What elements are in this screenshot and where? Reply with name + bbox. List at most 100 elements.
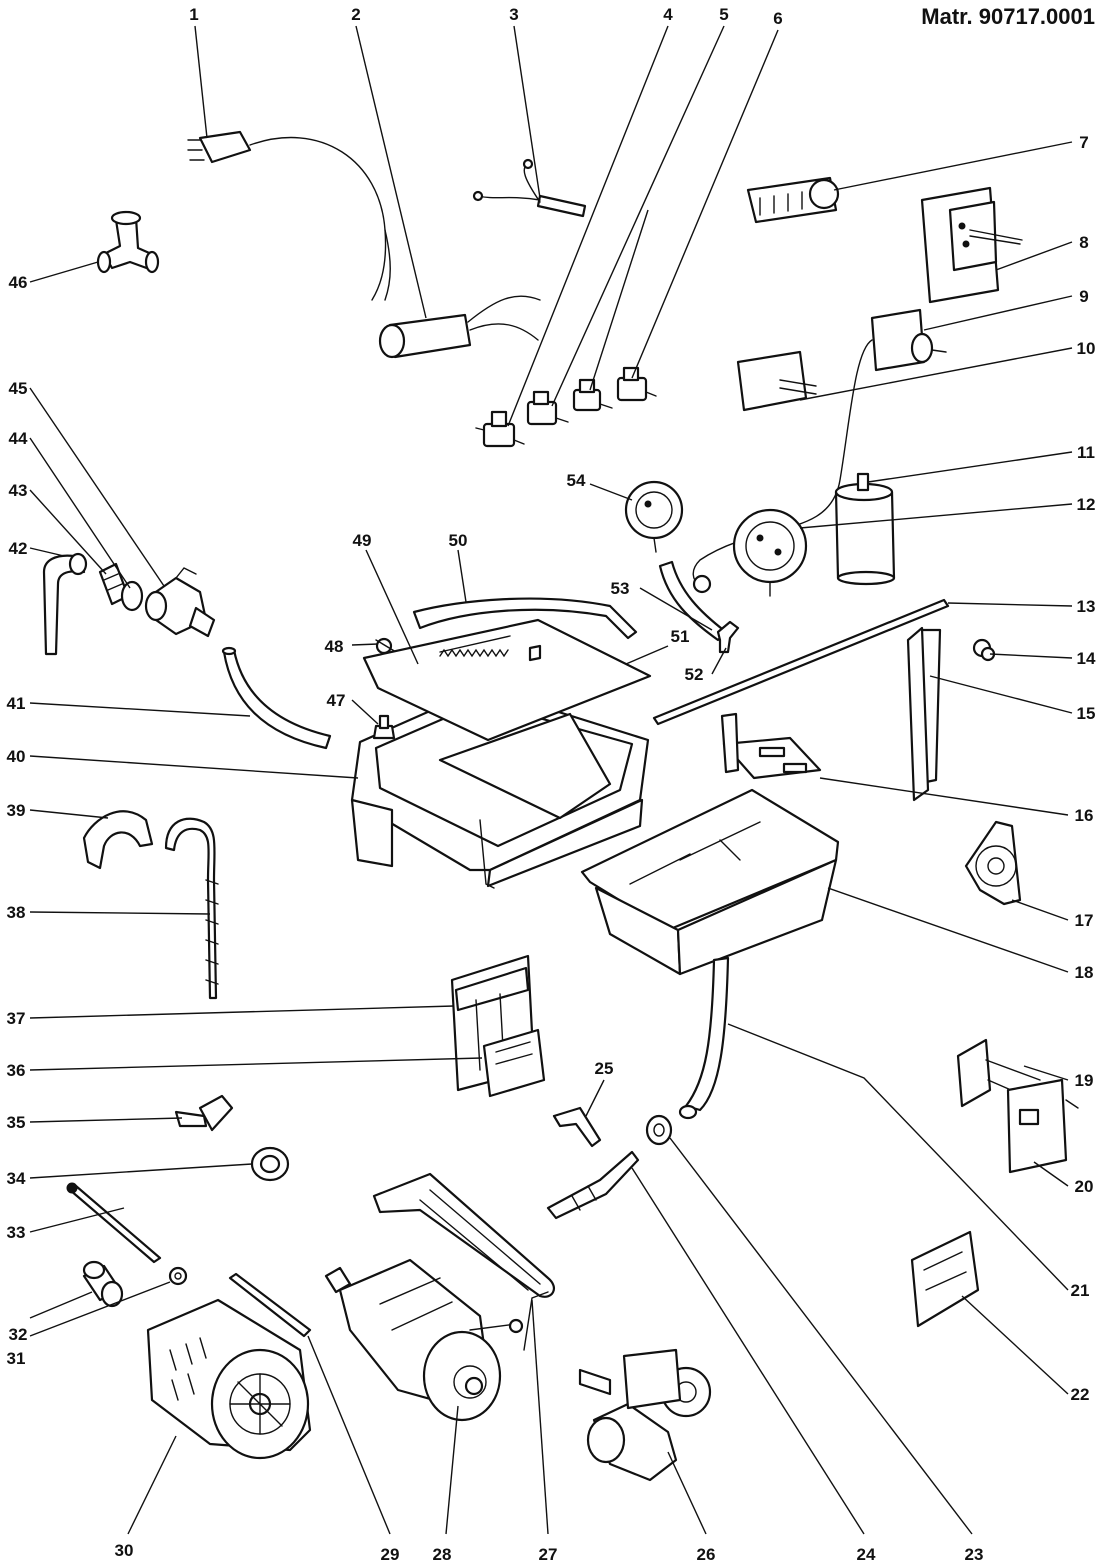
callout-50: 50 — [449, 531, 468, 550]
callout-4: 4 — [663, 5, 673, 24]
part-5a-switch — [526, 390, 569, 426]
part-14-knob — [972, 638, 996, 662]
part-10-switch — [736, 350, 817, 412]
callout-26: 26 — [697, 1545, 716, 1564]
callout-12: 12 — [1077, 495, 1096, 514]
part-7-terminal-block — [746, 176, 840, 224]
callout-41: 41 — [7, 694, 26, 713]
part-39-hose-clip — [82, 810, 154, 870]
callout-19: 19 — [1075, 1071, 1094, 1090]
callout-25: 25 — [595, 1059, 614, 1078]
part-13-rod — [652, 598, 950, 726]
callout-14: 14 — [1077, 649, 1096, 668]
callout-3: 3 — [509, 5, 518, 24]
callout-28: 28 — [433, 1545, 452, 1564]
part-15-hinge-strip — [906, 626, 942, 802]
callout-47: 47 — [327, 691, 346, 710]
callout-38: 38 — [7, 903, 26, 922]
callout-37: 37 — [7, 1009, 26, 1028]
part-24-connector — [546, 1150, 640, 1220]
callout-7: 7 — [1079, 133, 1088, 152]
part-32-bushing — [82, 1260, 124, 1308]
callout-10: 10 — [1077, 339, 1096, 358]
callout-1: 1 — [189, 5, 198, 24]
part-2-capacitor — [378, 295, 541, 359]
leader-lines — [29, 25, 1073, 1535]
part-17-flange — [964, 820, 1022, 906]
callout-42: 42 — [9, 539, 28, 558]
part-41-hose — [221, 646, 332, 750]
part-53-tube — [658, 560, 740, 654]
callout-18: 18 — [1075, 963, 1094, 982]
part-33-bolt — [66, 1182, 162, 1264]
part-49-top-cover — [362, 618, 652, 742]
callout-32: 32 — [9, 1325, 28, 1344]
part-25-clip — [552, 1106, 602, 1148]
part-42-elbow-hose — [42, 552, 88, 656]
part-18-detergent-drawer — [580, 788, 840, 1120]
callout-5: 5 — [719, 5, 728, 24]
part-6-switch — [616, 366, 657, 402]
part-40-tub-container — [350, 686, 650, 889]
callout-34: 34 — [7, 1169, 26, 1188]
callout-31: 31 — [7, 1349, 26, 1368]
part-5b-switch — [572, 378, 613, 412]
callout-21: 21 — [1071, 1281, 1090, 1300]
part-4-switch — [475, 410, 525, 448]
callout-35: 35 — [7, 1113, 26, 1132]
part-12-pressure-switch — [732, 508, 808, 597]
callout-52: 52 — [685, 665, 704, 684]
part-45-inlet-valve — [144, 567, 216, 638]
callout-27: 27 — [539, 1545, 558, 1564]
callout-24: 24 — [857, 1545, 876, 1564]
part-34-grommet — [250, 1146, 290, 1182]
callout-45: 45 — [9, 379, 28, 398]
part-23-ring — [645, 1114, 673, 1146]
callout-13: 13 — [1077, 597, 1096, 616]
callout-8: 8 — [1079, 233, 1088, 252]
callout-30: 30 — [115, 1541, 134, 1560]
part-48-clip — [375, 637, 397, 655]
part-29-rod — [228, 1272, 312, 1338]
part-47-screw — [372, 714, 396, 740]
part-36-filter-module — [482, 1028, 546, 1098]
matricola-code: Matr. 90717.0001 — [921, 4, 1095, 29]
callout-51: 51 — [671, 627, 690, 646]
callout-17: 17 — [1075, 911, 1094, 930]
callout-33: 33 — [7, 1223, 26, 1242]
part-9-selector — [692, 308, 947, 594]
callout-36: 36 — [7, 1061, 26, 1080]
callout-16: 16 — [1075, 806, 1094, 825]
part-16-cover-plate — [720, 712, 822, 780]
part-26-drain-pump — [578, 1348, 712, 1482]
part-35-wing-bolt — [174, 1094, 234, 1132]
part-50-gasket — [412, 597, 638, 640]
part-11-filter-cylinder — [834, 472, 896, 586]
callout-numbers: 1 2 3 4 5 6 7 8 9 10 11 12 13 14 15 16 1… — [7, 5, 1096, 1564]
part-31-nut — [168, 1266, 188, 1286]
part-drawings — [42, 130, 1079, 1482]
part-54-pressure-switch — [624, 480, 684, 553]
callout-23: 23 — [965, 1545, 984, 1564]
part-38-drain-hose — [164, 817, 219, 1000]
callout-29: 29 — [381, 1545, 400, 1564]
callout-40: 40 — [7, 747, 26, 766]
part-46-y-connector — [96, 210, 160, 274]
callout-48: 48 — [325, 637, 344, 656]
part-27-heating-element — [372, 1172, 555, 1351]
callout-20: 20 — [1075, 1177, 1094, 1196]
part-8-programmer — [920, 186, 1023, 304]
part-1-power-plug — [187, 130, 391, 301]
part-3-temperature-probe — [472, 158, 587, 218]
callout-22: 22 — [1071, 1385, 1090, 1404]
callout-15: 15 — [1077, 704, 1096, 723]
callout-11: 11 — [1077, 443, 1095, 462]
callout-49: 49 — [353, 531, 372, 550]
callout-53: 53 — [611, 579, 630, 598]
part-22-bracket — [910, 1230, 980, 1328]
callout-6: 6 — [773, 9, 782, 28]
part-28-motor — [324, 1258, 524, 1422]
callout-9: 9 — [1079, 287, 1088, 306]
part-20-door-lock — [1006, 1078, 1079, 1174]
